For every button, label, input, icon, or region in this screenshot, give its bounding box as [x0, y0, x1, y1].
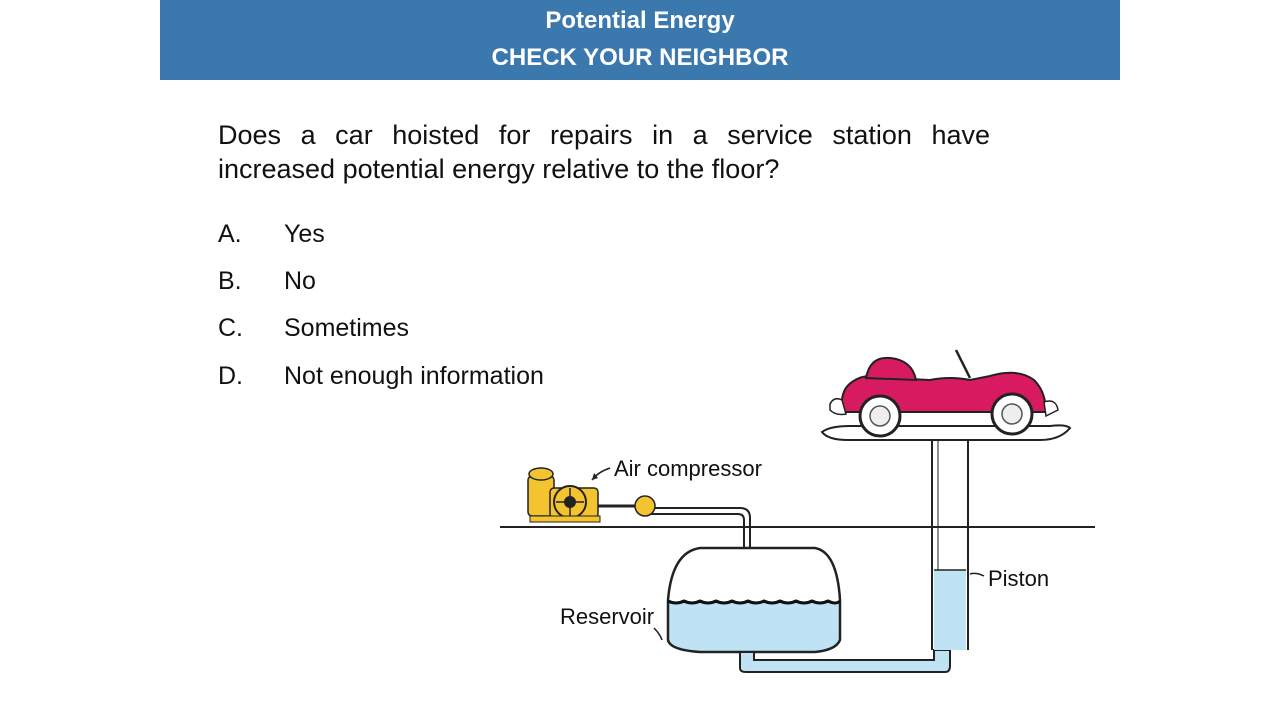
option-text: Sometimes — [284, 314, 410, 342]
hydraulic-lift-diagram: Air compressor Reservoir Piston — [500, 349, 1095, 673]
option-text: No — [284, 267, 316, 295]
lift-platform — [820, 424, 1072, 441]
option-text: Yes — [284, 220, 325, 248]
car-drawing — [829, 349, 1059, 438]
piston-cylinder — [931, 440, 969, 650]
option-c[interactable]: C. Sometimes — [218, 308, 409, 348]
piston-arrow — [969, 572, 985, 577]
piston-label: Piston — [988, 566, 1049, 591]
option-letter: B. — [218, 267, 242, 295]
option-letter: C. — [218, 314, 243, 342]
option-b[interactable]: B. No — [218, 261, 316, 301]
slide-title: Potential Energy — [545, 7, 735, 34]
reservoir-arrow — [653, 627, 663, 641]
slide-header: Potential Energy CHECK YOUR NEIGHBOR — [160, 0, 1120, 80]
air-pipe — [650, 507, 751, 548]
option-d[interactable]: D. Not enough information — [218, 356, 544, 396]
option-text: Not enough information — [284, 362, 544, 390]
reservoir-label: Reservoir — [560, 604, 654, 629]
fluid-pipe — [739, 649, 951, 673]
slide-subtitle: CHECK YOUR NEIGHBOR — [491, 44, 789, 71]
air-compressor-label: Air compressor — [614, 456, 762, 481]
option-a[interactable]: A. Yes — [218, 214, 325, 254]
option-letter: D. — [218, 362, 243, 390]
question-text: Does a car hoisted for repairs in a serv… — [218, 120, 990, 184]
reservoir-tank — [666, 546, 842, 654]
option-letter: A. — [218, 220, 242, 248]
air-compressor — [527, 467, 656, 523]
